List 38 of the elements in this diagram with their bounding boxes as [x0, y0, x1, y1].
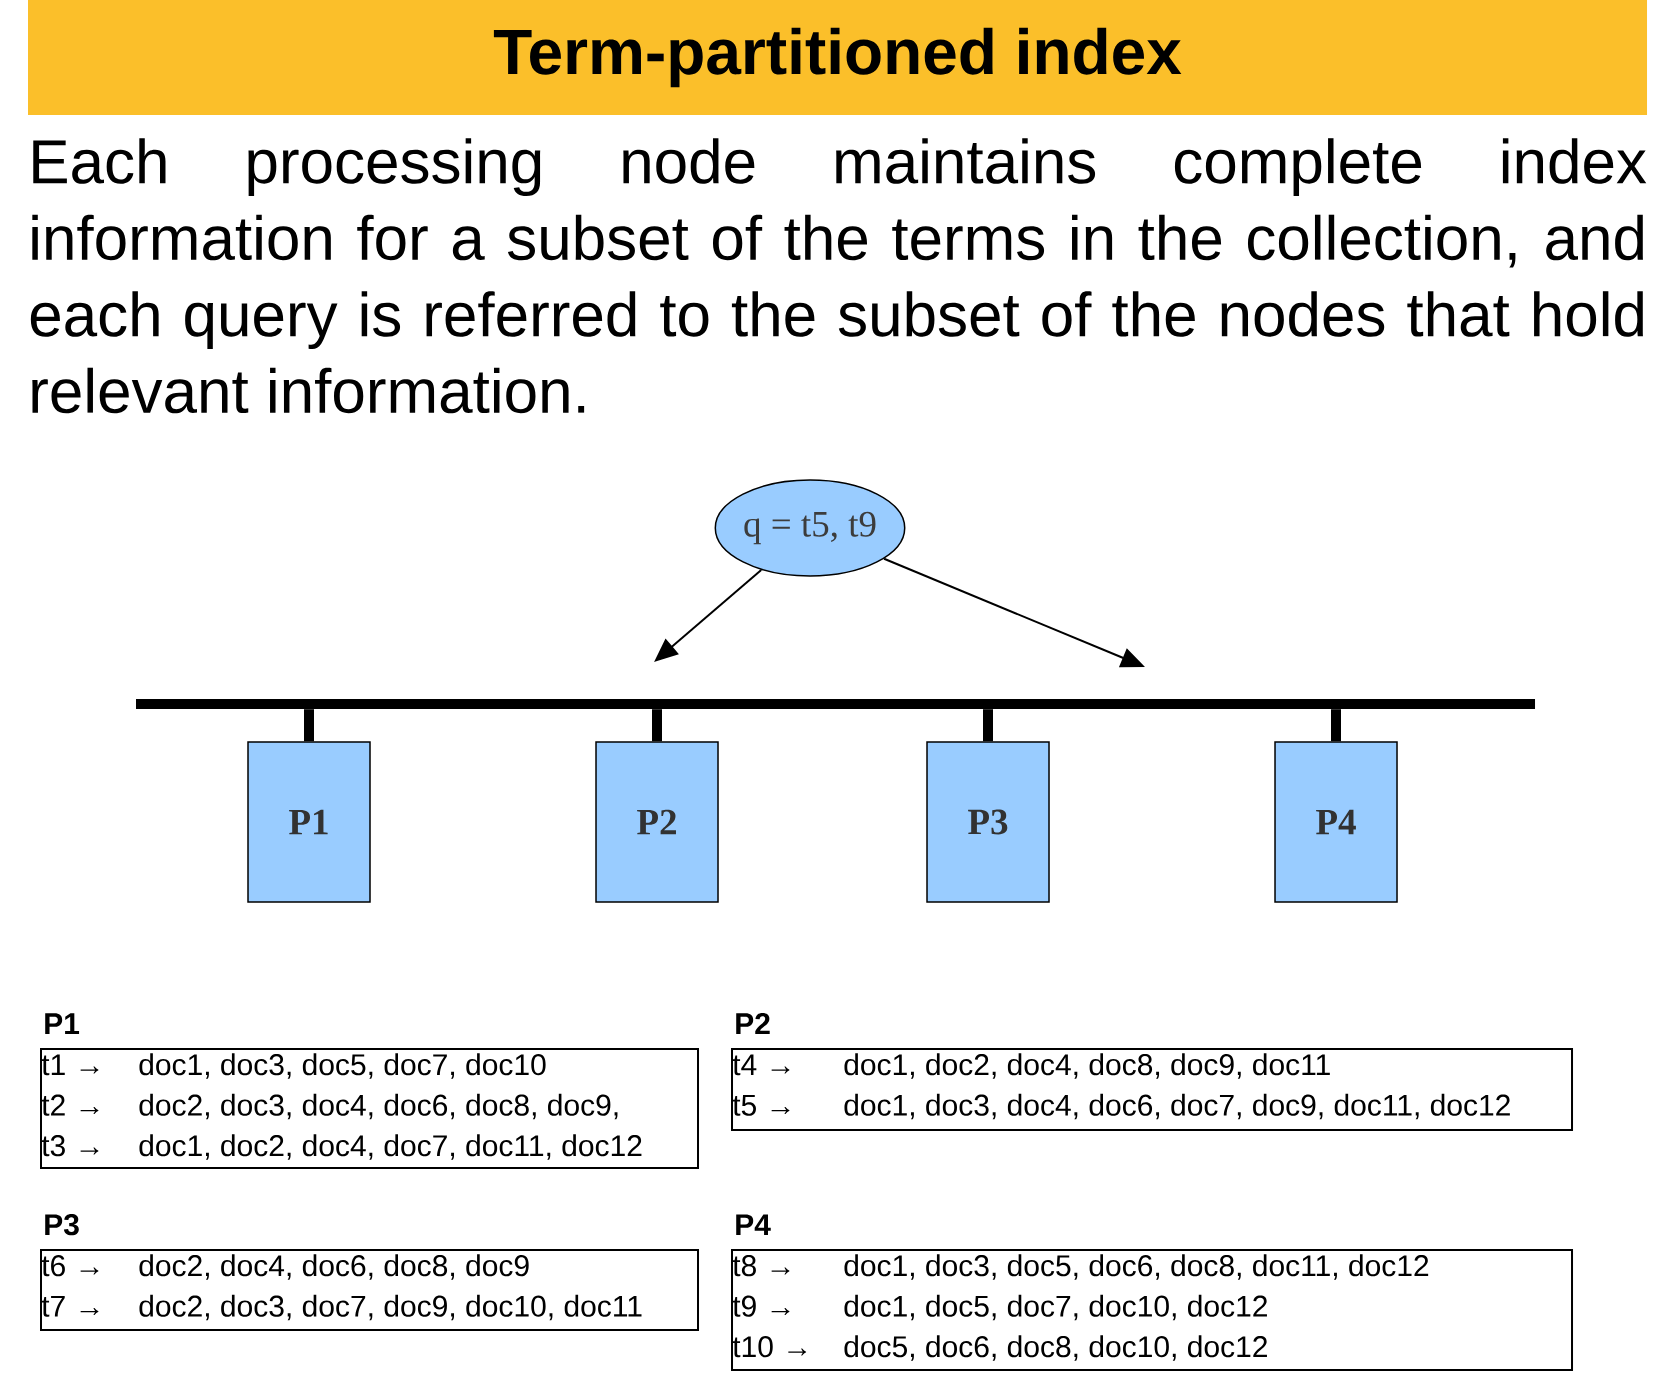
posting-list: doc1, doc2, doc4, doc7, doc11, doc12 [139, 1134, 642, 1160]
term-label: t4 → [732, 1054, 790, 1076]
posting-list: doc2, doc3, doc4, doc6, doc8, doc9, [139, 1093, 618, 1120]
posting-table [40, 1214, 699, 1331]
processor-box: P1 [247, 741, 371, 903]
description-text: Each processing node maintains complete index information for a subset of the terms in the collection, and each query is referred to the subset of the nodes that hold relevant information. [30, 138, 1647, 414]
title-bar: Term-partitioned index [28, 0, 1647, 115]
posting-table [731, 1013, 1573, 1131]
bus-connector [652, 709, 662, 742]
table-heading: P4 [736, 1214, 771, 1235]
term-label: t7 → [41, 1295, 99, 1317]
bus-connector [1331, 709, 1341, 742]
posting-list: doc2, doc4, doc6, doc8, doc9 [139, 1254, 529, 1280]
table-heading: P2 [736, 1013, 770, 1034]
term-label: t5 → [732, 1094, 790, 1116]
table-heading: P3 [45, 1214, 79, 1236]
processor-box: P2 [595, 741, 719, 903]
posting-table [731, 1214, 1573, 1371]
term-label: t2 → [41, 1094, 99, 1116]
term-label: t9 → [732, 1295, 790, 1317]
term-label: t1 → [41, 1054, 99, 1076]
term-label: t6 → [41, 1255, 99, 1277]
term-label: t3 → [41, 1135, 99, 1157]
posting-list: doc1, doc3, doc5, doc7, doc10 [139, 1053, 546, 1079]
term-label: t10 → [732, 1336, 807, 1358]
bus-connector [304, 709, 314, 742]
posting-list: doc1, doc2, doc4, doc8, doc9, doc11 [844, 1053, 1330, 1079]
table-heading: P1 [45, 1013, 80, 1034]
bus-connector [983, 709, 993, 742]
posting-table [40, 1013, 699, 1169]
posting-list: doc2, doc3, doc7, doc9, doc10, doc11 [139, 1294, 642, 1321]
term-label: t8 → [732, 1255, 790, 1277]
posting-list: doc1, doc5, doc7, doc10, doc12 [844, 1294, 1267, 1321]
processor-box: P4 [1274, 741, 1398, 903]
processor-box: P3 [926, 741, 1050, 903]
posting-list: doc5, doc6, doc8, doc10, doc12 [844, 1335, 1267, 1361]
posting-list: doc1, doc3, doc4, doc6, doc7, doc9, doc11, doc12 [844, 1093, 1510, 1120]
posting-list: doc1, doc3, doc5, doc6, doc8, doc11, doc12 [844, 1254, 1429, 1280]
